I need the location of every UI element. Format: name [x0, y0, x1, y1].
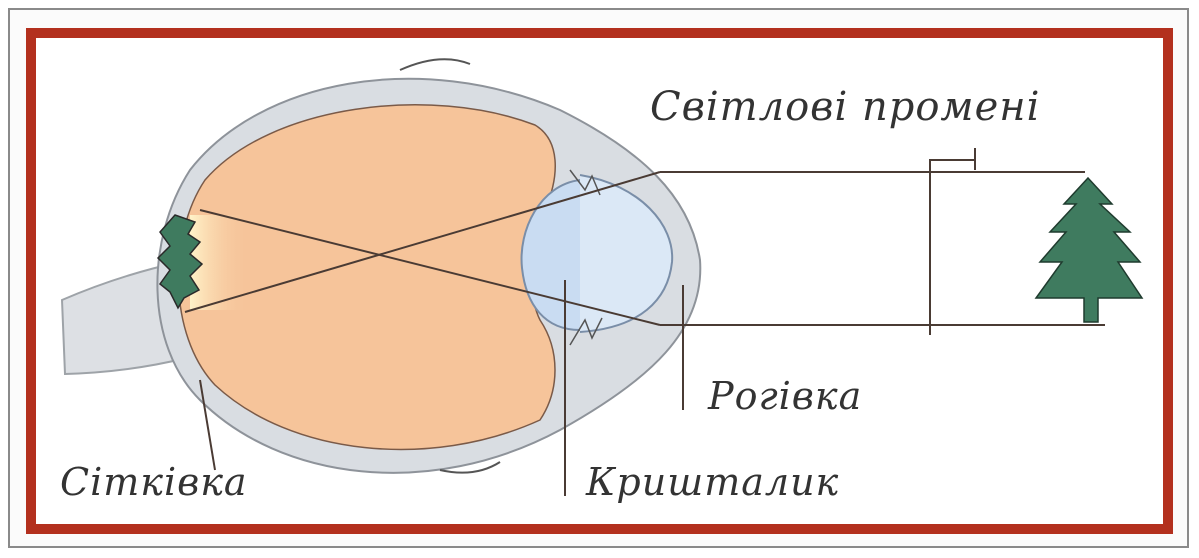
lens-label: Кришталик [586, 460, 839, 504]
tree-object [1036, 178, 1142, 322]
retina-label: Сітківка [60, 460, 248, 504]
light-rays-label: Світлові промені [650, 84, 1040, 130]
muscle-top [400, 59, 470, 70]
rays-bracket [930, 148, 975, 335]
cornea-label: Рогівка [708, 374, 862, 418]
